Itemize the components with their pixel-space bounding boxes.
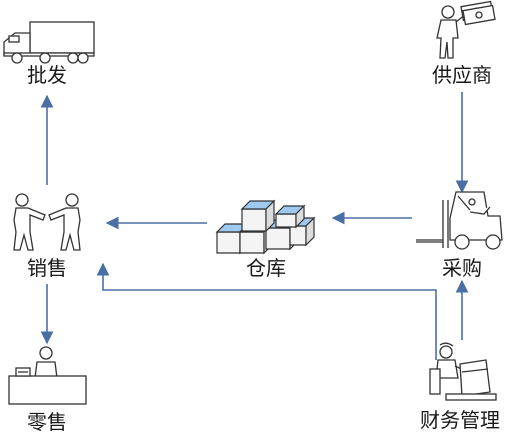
delivery-truck-icon	[3, 21, 95, 64]
node-label-sales: 销售	[27, 256, 67, 280]
stacked-boxes-icon	[215, 199, 316, 255]
node-label-warehouse: 仓库	[246, 256, 286, 280]
person-at-computer-icon	[429, 342, 497, 401]
node-label-finance: 财务管理	[420, 408, 500, 432]
forklift-icon	[416, 191, 503, 250]
handshake-people-icon	[13, 193, 81, 251]
edge-finance-to-sales	[96, 262, 437, 360]
edges	[40, 92, 469, 360]
node-label-purchasing: 采购	[442, 256, 482, 280]
node-label-wholesale: 批发	[27, 63, 67, 87]
cashier-counter-icon	[8, 346, 87, 405]
person-with-money-icon	[436, 0, 496, 59]
node-label-supplier: 供应商	[432, 63, 492, 87]
node-label-retail: 零售	[27, 410, 67, 434]
